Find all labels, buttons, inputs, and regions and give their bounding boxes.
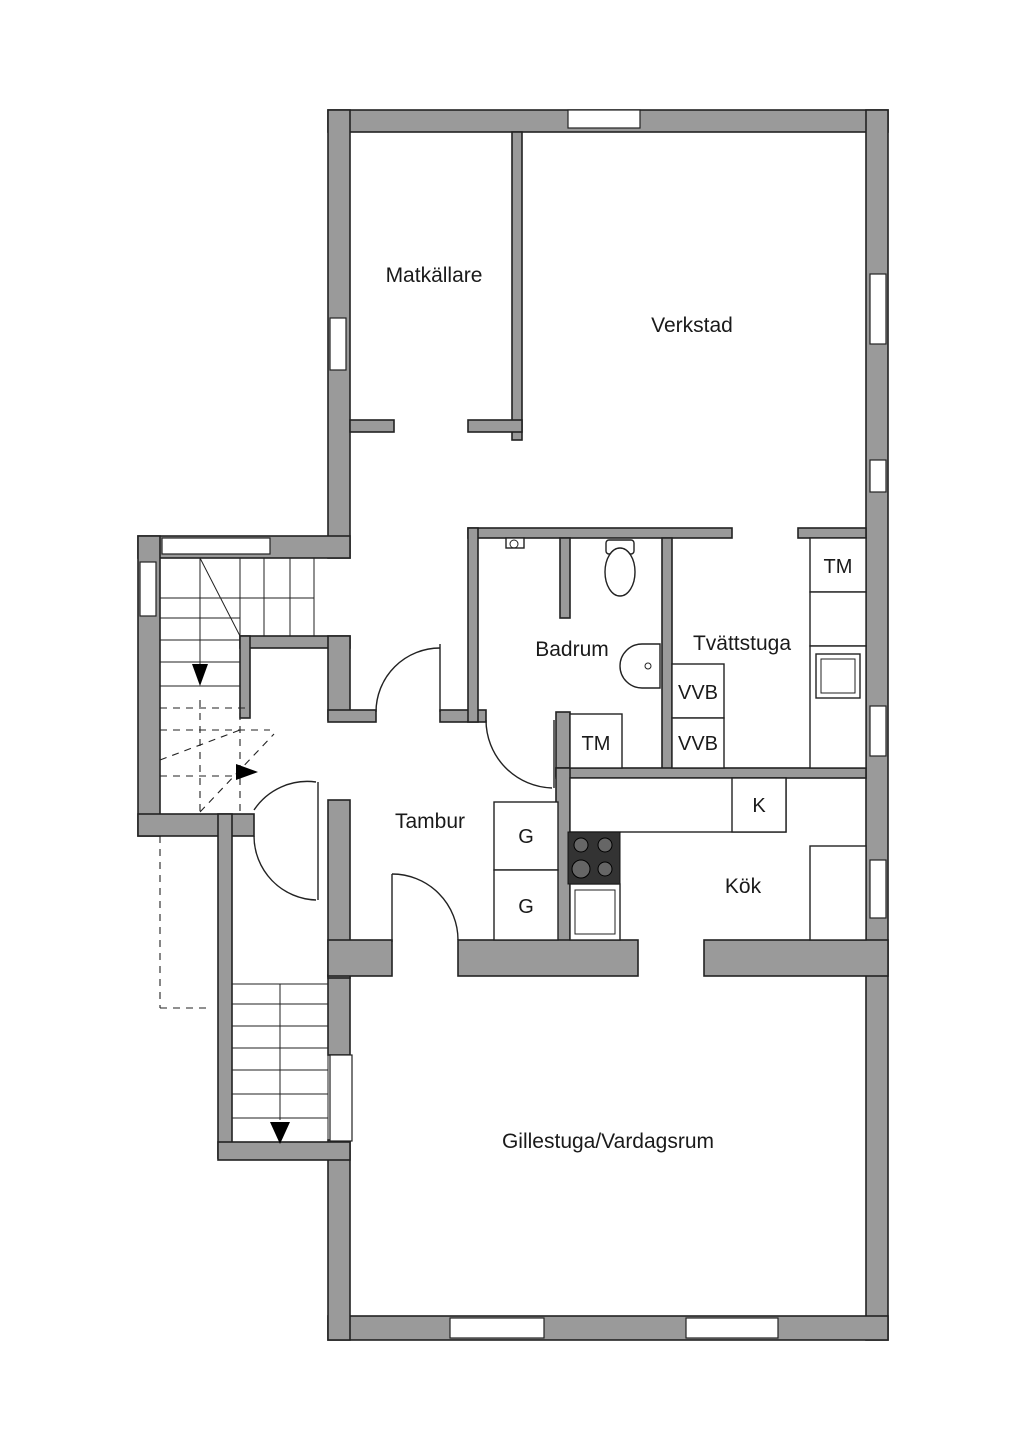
vvb-upper-box [671, 663, 725, 719]
room-label-matkallare: Matkällare [386, 264, 483, 287]
window-left-matkallare [329, 317, 347, 371]
wall-bottom [327, 1315, 889, 1341]
wall-tambur-lower-left [327, 799, 351, 979]
fixture-label-tm-laundry: TM [824, 556, 853, 578]
laundry-counter [809, 591, 867, 647]
window-right-laundry [869, 705, 887, 757]
fixtures [493, 537, 867, 941]
wall-tambur-top-left [327, 709, 377, 723]
stair-arrow-down-icon [192, 664, 208, 686]
window-stair-top [161, 537, 271, 555]
door-tambur-bottom [391, 873, 459, 942]
wall-stair-inner-vert [239, 635, 251, 719]
wall-badrum-right [661, 537, 673, 771]
wall-badrum-bottom-right [555, 711, 571, 777]
tm-bath-box [569, 713, 623, 769]
vvb-lower-box [671, 717, 725, 769]
fixture-label-vvb-upper: VVB [678, 682, 718, 704]
tm-laundry-box [809, 537, 867, 593]
wall-matkallare-bottom-left [349, 419, 395, 433]
wall-left-lower [327, 1139, 351, 1341]
fixture-label-g-lower: G [518, 896, 534, 918]
window-lowerstair [329, 1054, 353, 1142]
room-label-kok: Kök [725, 875, 762, 898]
wall-kok-bottom-right [703, 939, 889, 977]
wall-matkallare-bottom-right [467, 419, 523, 433]
toilet-icon [604, 539, 636, 597]
kitchen-counter-right [809, 845, 867, 941]
wall-tambur-left [327, 635, 351, 721]
windows [139, 109, 887, 1339]
room-labels: Matkällare Verkstad Badrum Tvättstuga Ta… [386, 264, 792, 1153]
stair-arrow-right-icon [236, 764, 258, 780]
wall-badrum-inner [559, 537, 571, 619]
wall-left-lower-b [327, 974, 351, 1056]
laundry-sink-inner [820, 658, 856, 694]
fridge-box [731, 777, 787, 833]
wall-badrum-top [467, 527, 733, 539]
wall-laundry-bottom [555, 767, 867, 779]
room-label-verkstad: Verkstad [651, 314, 733, 337]
stove-icon [567, 831, 621, 885]
wall-tambur-top-right [439, 709, 487, 723]
room-label-tambur: Tambur [395, 810, 465, 833]
window-stair-left [139, 561, 157, 617]
fixture-label-g-upper: G [518, 826, 534, 848]
wall-laundry-top-right [797, 527, 867, 539]
door-tambur-top [375, 644, 441, 713]
window-right-kok [869, 859, 887, 919]
g-lower-box [493, 869, 559, 941]
wall-badrum-left [467, 527, 479, 723]
wall-tambur-lower-left-b [327, 939, 393, 977]
wall-lowerstair-left [217, 813, 233, 1159]
shower-icon [505, 537, 525, 549]
room-label-tvattstuga: Tvättstuga [693, 632, 791, 655]
door-entry [253, 780, 319, 901]
lower-stair[interactable] [231, 983, 329, 1144]
kitchen-sink-icon [569, 883, 621, 941]
laundry-sink [815, 653, 861, 699]
window-right-verkstad-2 [869, 459, 887, 493]
washbasin-icon [619, 643, 661, 689]
window-bottom-right [685, 1317, 779, 1339]
fixture-label-vvb-lower: VVB [678, 733, 718, 755]
fixture-label-tm-bath: TM [582, 733, 611, 755]
room-label-gillestuga: Gillestuga/Vardagsrum [502, 1130, 714, 1153]
room-label-badrum: Badrum [535, 638, 609, 661]
wall-matkallare-right [511, 131, 523, 441]
door-badrum [485, 719, 555, 789]
window-bottom-left [449, 1317, 545, 1339]
doors[interactable] [253, 644, 555, 942]
fixture-label-k-fridge: K [752, 795, 766, 817]
wall-stair-bottom [137, 813, 255, 837]
dashed-stair [159, 700, 275, 1009]
upper-stair[interactable] [160, 557, 315, 687]
walls [137, 109, 889, 1341]
window-right-verkstad-1 [869, 273, 887, 345]
wall-lowerstair-bottom [217, 1141, 351, 1161]
stair-arrow-down-lower-icon [270, 1122, 290, 1144]
window-top-verkstad [567, 109, 641, 129]
fixture-labels: TM VVB VVB TM K G G [518, 556, 852, 918]
wall-kok-bottom-left [457, 939, 639, 977]
